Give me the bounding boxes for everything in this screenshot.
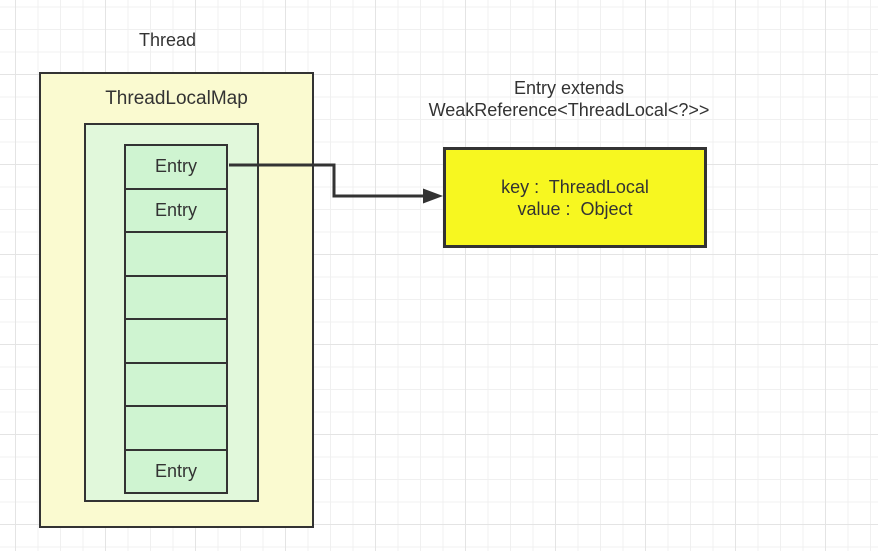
entry-cell[interactable] [124,274,228,320]
entry-cell[interactable]: Entry [124,448,228,494]
entry-detail-value: value : Object [517,198,633,219]
entry-cell[interactable] [124,231,228,277]
entry-extends-note-line2: WeakReference<ThreadLocal<?>> [428,100,710,120]
threadlocalmap-title: ThreadLocalMap [105,88,248,109]
entry-detail-box[interactable]: key : ThreadLocal value : Object [443,147,707,248]
arrowhead-icon [423,188,443,204]
entry-cell[interactable]: Entry [124,144,228,190]
entry-cell[interactable]: Entry [124,187,228,233]
entry-cell[interactable] [124,405,228,451]
threadlocalmap-box[interactable]: Entry Entry Entry [84,123,259,502]
entry-cell[interactable] [124,318,228,364]
entry-cell[interactable] [124,361,228,407]
entry-detail-key: key : ThreadLocal [501,176,649,197]
entry-extends-note: Entry extends WeakReference<ThreadLocal<… [408,77,730,121]
entry-extends-note-line1: Entry extends [513,78,625,98]
entry-table: Entry Entry Entry [124,144,228,494]
thread-box[interactable]: ThreadLocalMap Entry Entry Entry [39,72,314,528]
thread-label: Thread [139,30,197,50]
